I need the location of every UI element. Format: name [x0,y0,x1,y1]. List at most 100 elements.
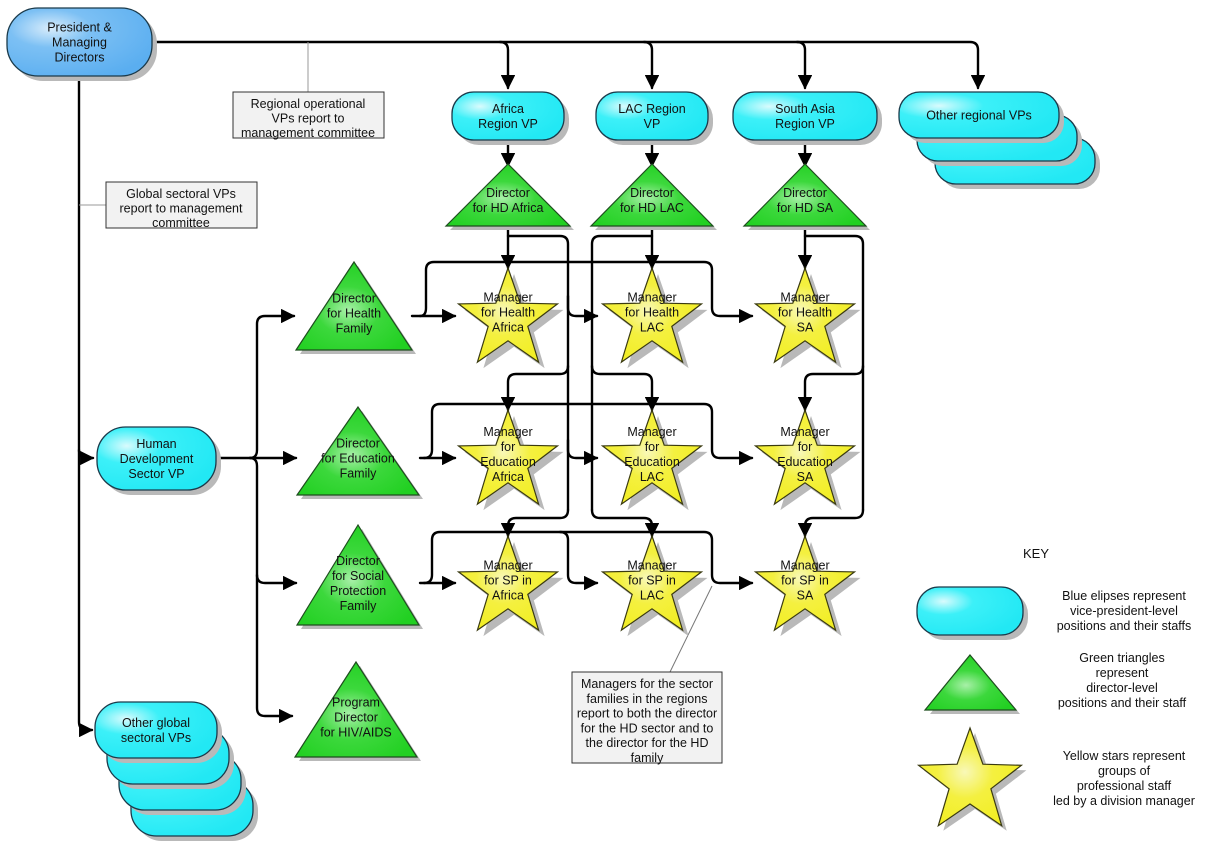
text-line: Africa [492,589,524,603]
text-line: for HIV/AIDS [320,726,392,740]
text-line: Region VP [775,117,835,131]
text-line: Family [340,599,378,613]
text-line: Sector VP [128,467,184,481]
text-line: Africa [492,470,524,484]
connector-hd-lac-to-sp [590,508,660,538]
node-manager-health-africa-shape [456,266,560,364]
text-line: LAC [640,470,664,484]
text-line: Family [340,467,378,481]
text-line: Blue elipses represent [1062,589,1186,603]
text-line: Director [336,554,380,568]
text-line: for SP in [781,574,829,588]
node-director-hd-sa-shape [742,163,868,227]
text-line: positions and their staff [1058,696,1187,710]
green-triangle-icon [923,654,1020,714]
text-line: for [501,440,516,454]
text-line: families in the regions [587,692,708,706]
text-line: director-level [1086,681,1158,695]
callout-line-managers [669,585,713,673]
node-south-asia-region-vp-shape [732,91,878,141]
text-line: for [645,440,660,454]
text-line: positions and their staffs [1057,619,1192,633]
text-line: Manager [627,559,676,573]
text-line: Africa [492,102,524,116]
text-line: LAC [640,321,664,335]
text-line: for HD LAC [620,201,684,215]
text-line: for SP in [484,574,532,588]
node-human-development-vp-shape [96,426,217,491]
text-line: Manager [627,425,676,439]
text-line: for Education [321,452,395,466]
node-other-regional-vps-shape [898,91,1060,139]
node-manager-education-africa-shape [456,408,560,506]
connector-to-lac-vp [642,40,660,90]
text-line: SA [797,321,814,335]
node-director-hd-africa-shape [444,163,572,227]
text-line: LAC Region [618,102,685,116]
text-line: for Social [332,569,384,583]
node-president-shape [6,7,153,77]
node-other-regional-vps[interactable]: Other regional VPs [898,91,1100,189]
text-line: Director [486,186,530,200]
text-line: the director for the HD [586,736,709,750]
text-line: Manager [483,425,532,439]
text-line: Directors [54,51,104,65]
text-line: Other global [122,716,190,730]
text-line: Region VP [478,117,538,131]
yellow-star-icon [916,726,1027,831]
text-line: Manager [483,559,532,573]
text-line: Managers for the sector [581,677,713,691]
connector-hd-to-health-director [248,308,296,460]
text-line: VPs report to [272,112,345,126]
text-line: report to management [120,202,244,216]
text-line: Education [480,455,536,469]
key-title: KEY [1023,546,1049,561]
text-line: Education [624,455,680,469]
text-line: for [798,440,813,454]
connector-hd-lac-to-education [590,364,660,412]
text-line: professional staff [1077,779,1172,793]
node-director-hiv-aids-shape [293,660,419,758]
connector-health-director-bus [418,260,754,324]
